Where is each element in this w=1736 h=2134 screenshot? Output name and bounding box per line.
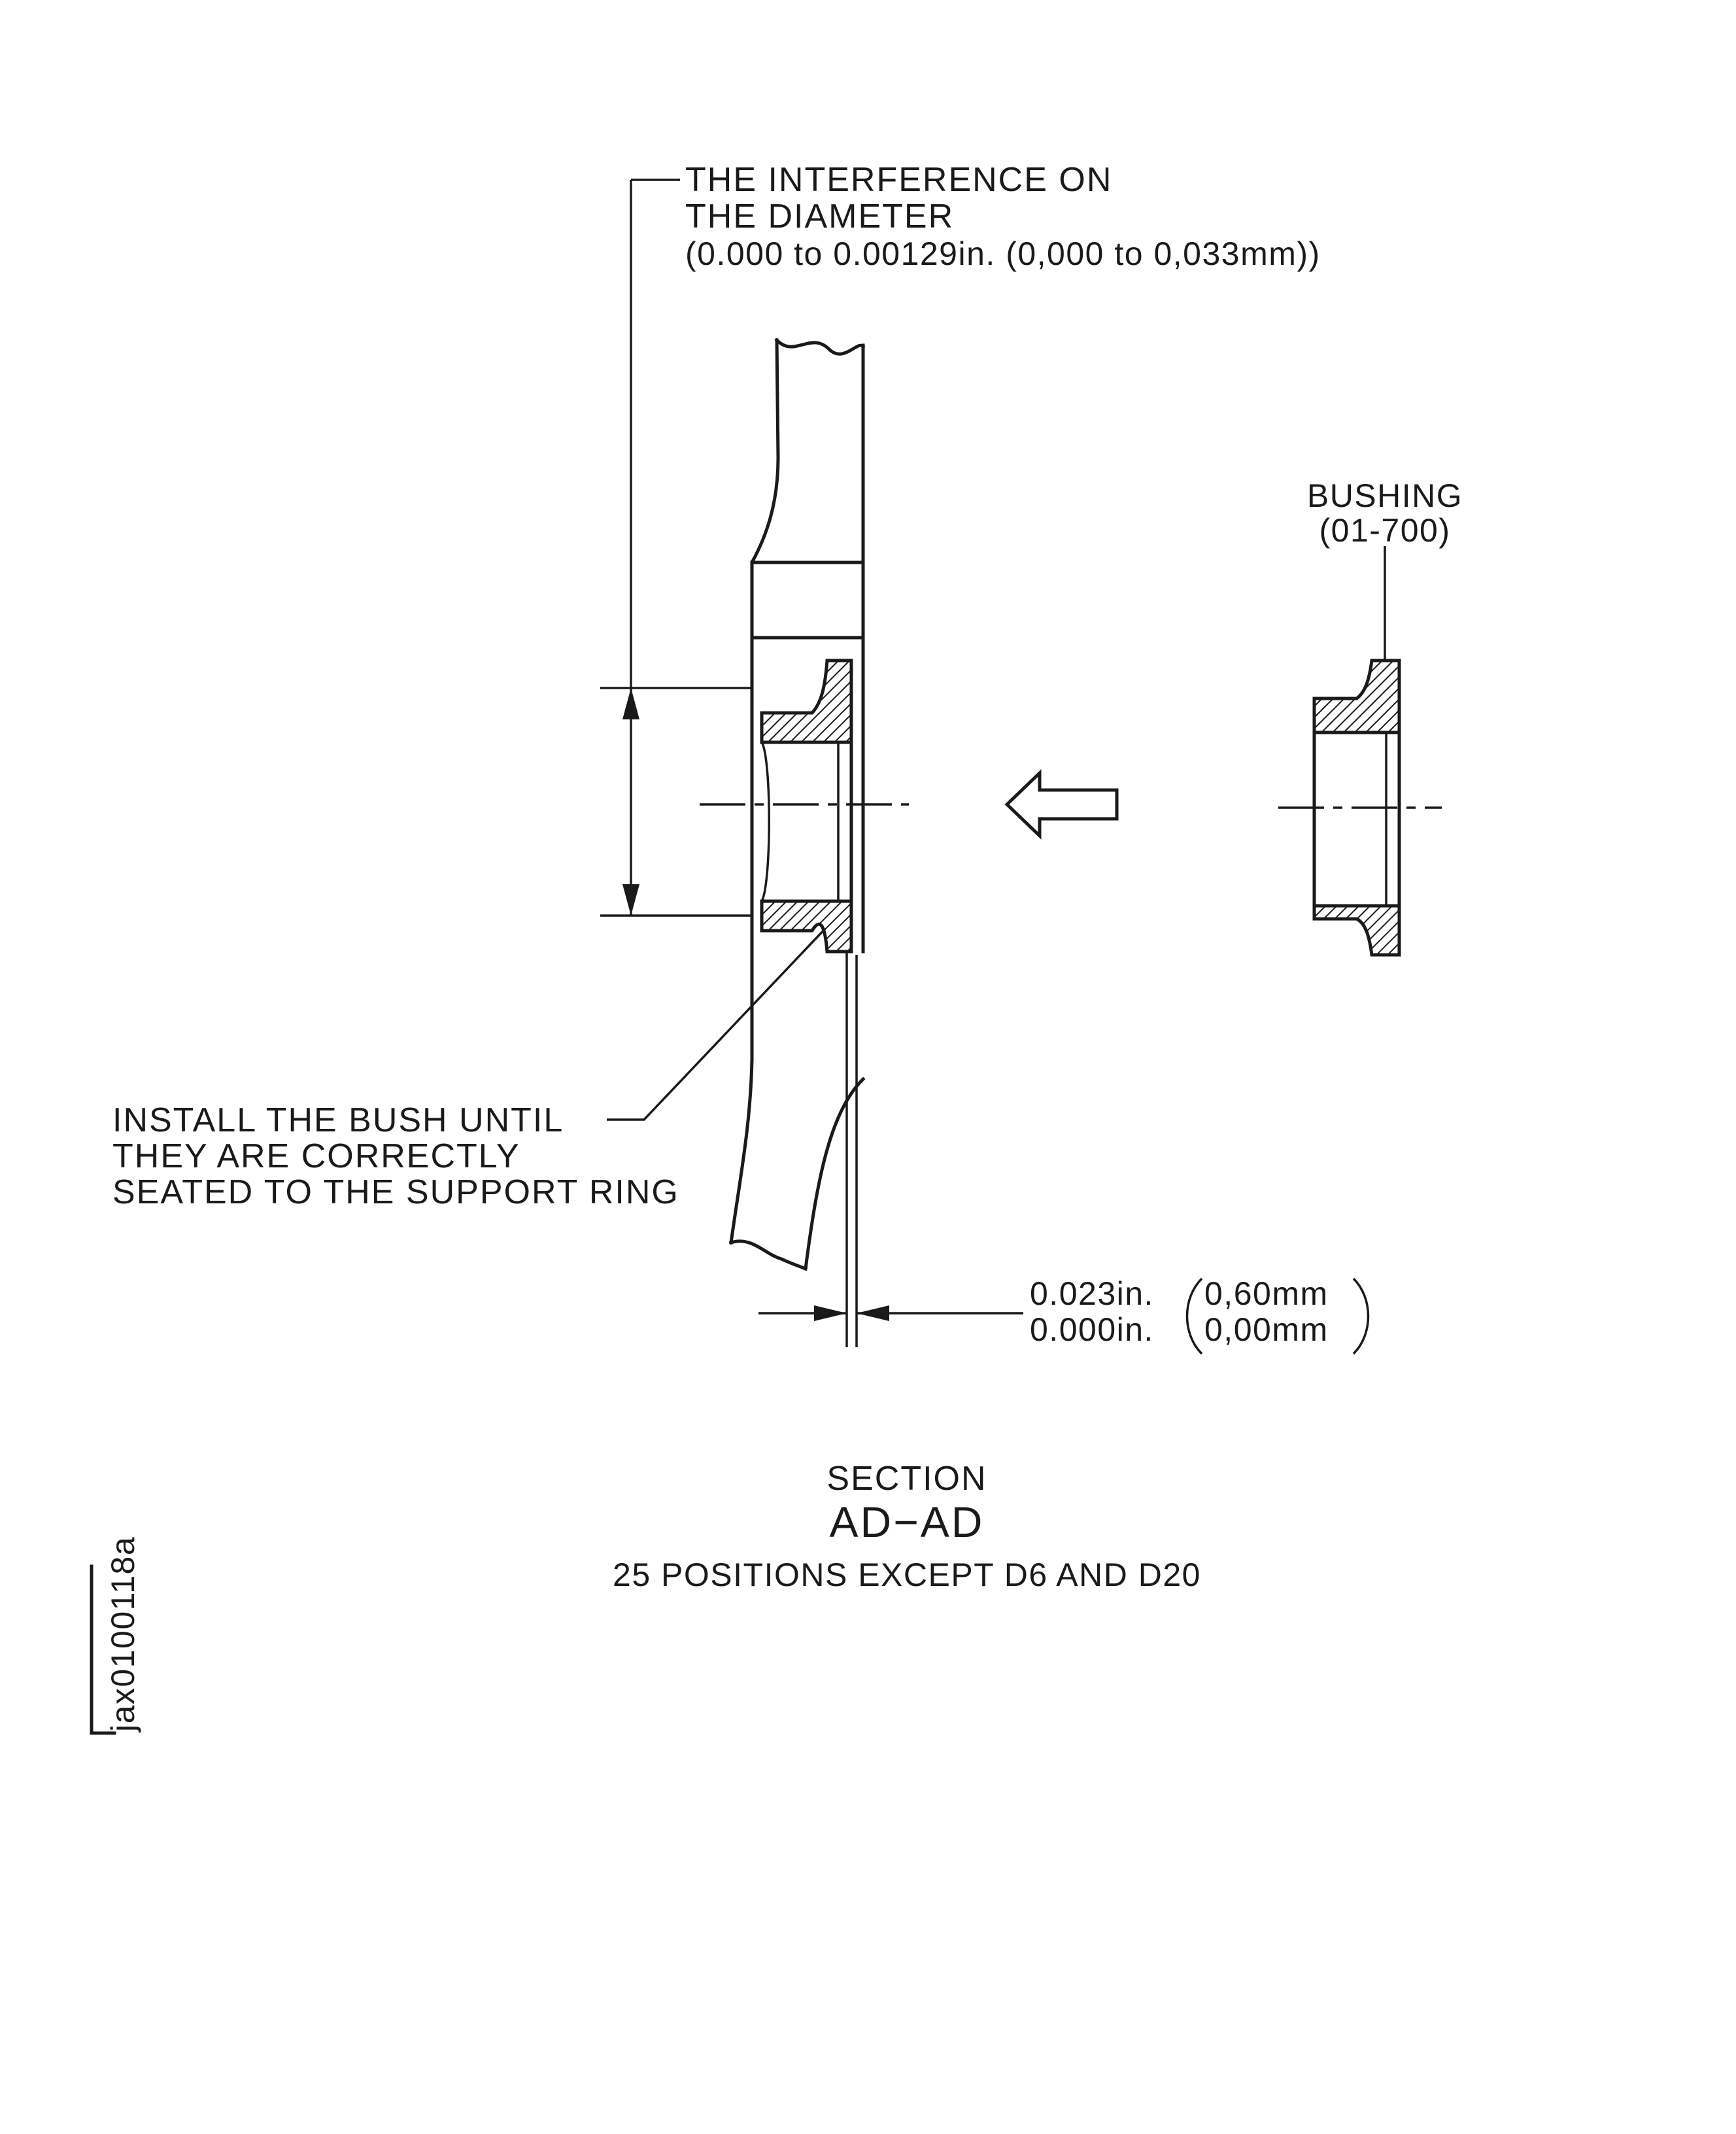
positions-note: 25 POSITIONS EXCEPT D6 AND D20 xyxy=(613,1557,1201,1593)
bushing-part xyxy=(1312,546,1401,957)
gap-lower-metric: 0,00mm xyxy=(1204,1311,1329,1348)
gap-lower-inch: 0.000in. xyxy=(1030,1311,1154,1348)
section-id: AD−AD xyxy=(830,1498,985,1546)
figure-id: jax0100118a xyxy=(105,1536,141,1733)
install-label-line3: SEATED TO THE SUPPORT RING xyxy=(112,1173,679,1211)
interference-label-line3: (0.000 to 0.00129in. (0,000 to 0,033mm)) xyxy=(685,235,1321,272)
install-label-line2: THEY ARE CORRECTLY xyxy=(112,1137,520,1175)
diameter-dimension xyxy=(600,179,752,917)
figure-id-mark: jax0100118a xyxy=(90,1536,141,1735)
install-leader xyxy=(607,927,826,1121)
interference-label-line2: THE DIAMETER xyxy=(685,198,954,235)
bushing-label: BUSHING xyxy=(1307,477,1463,514)
gap-upper-inch: 0.023in. xyxy=(1030,1275,1154,1312)
interference-label-line1: THE INTERFERENCE ON xyxy=(685,161,1112,199)
bushing-ref-label: (01-700) xyxy=(1319,512,1451,549)
support-ring xyxy=(728,337,866,1271)
installed-bush xyxy=(760,659,853,954)
insertion-direction-arrow xyxy=(1004,769,1119,840)
section-word: SECTION xyxy=(826,1460,987,1498)
install-label-line1: INSTALL THE BUSH UNTIL xyxy=(112,1101,564,1139)
gap-dimension xyxy=(758,1277,1370,1355)
gap-upper-metric: 0,60mm xyxy=(1204,1275,1329,1312)
